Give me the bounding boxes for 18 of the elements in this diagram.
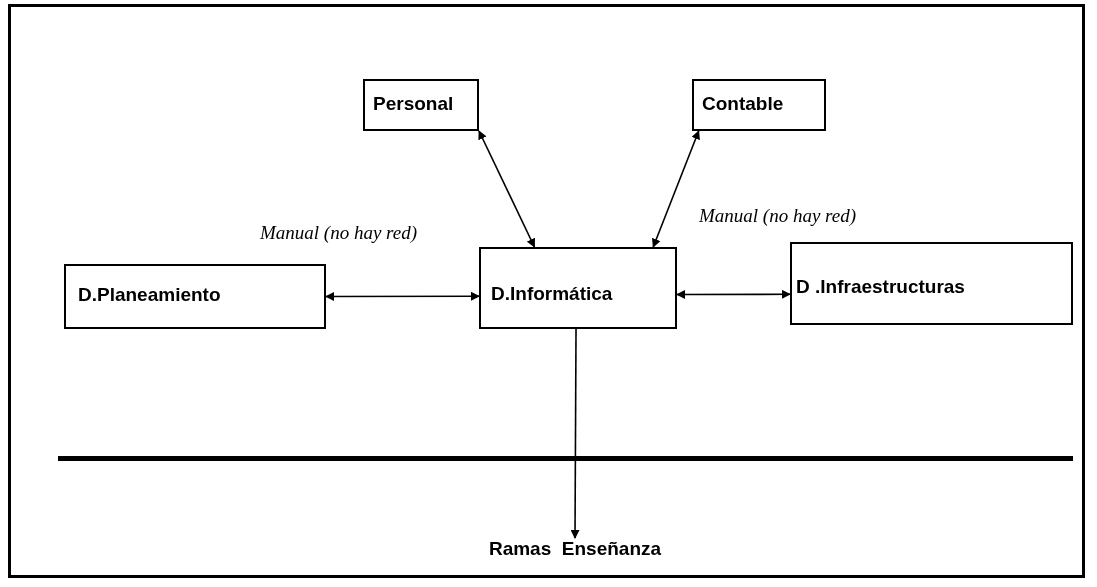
arrow [478,130,536,248]
arrow [652,130,700,248]
edge-label: Manual (no hay red) [258,222,420,244]
node-label: Ramas Enseñanza [488,538,662,560]
node-label: Personal [373,93,454,115]
process-box [479,247,677,329]
node-label: D.Informática [491,283,613,305]
node-label: D .Infraestructuras [796,276,965,298]
process-box [363,79,479,131]
node-label: Contable [702,93,784,115]
arrow [570,328,580,539]
process-box [790,242,1073,325]
arrow [325,291,480,301]
node-label: D.Planeamiento [78,284,221,306]
arrow [676,289,791,300]
process-box [692,79,826,131]
process-box [64,264,326,329]
edge-label: Manual (no hay red) [697,205,859,227]
